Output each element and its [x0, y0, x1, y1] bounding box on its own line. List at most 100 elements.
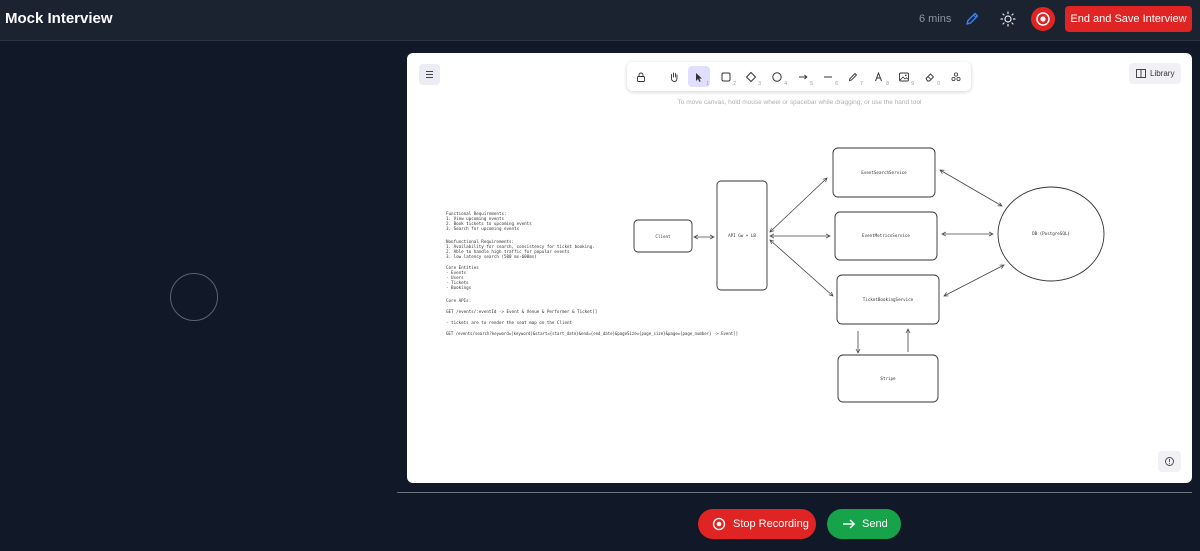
note-line: 3. low latency search (500 ms-600ms)	[446, 254, 537, 259]
note-line: 2. Able to handle high traffic for popul…	[446, 249, 570, 254]
library-button[interactable]: Library	[1129, 63, 1181, 84]
tool-more[interactable]	[945, 66, 967, 87]
tool-draw[interactable]: 7	[842, 66, 864, 87]
ellipse-icon	[772, 72, 782, 82]
tool-ellipse[interactable]: 4	[766, 66, 788, 87]
lock-icon	[637, 72, 645, 82]
main-menu-button[interactable]	[419, 64, 440, 85]
node-ticket-booking-service[interactable]	[836, 274, 940, 325]
node-api-gateway[interactable]	[716, 180, 768, 291]
note-line: - Tickets	[446, 280, 469, 285]
pencil-icon[interactable]	[963, 10, 981, 28]
tool-shortcut-key: 8	[886, 81, 889, 87]
line-icon	[824, 76, 832, 78]
note-line: - Events	[446, 270, 467, 275]
note-line: GET /events/:eventId -> Event & Venue & …	[446, 309, 597, 314]
system-design-diagram[interactable]: Functional Requirements: 1. View upcomin…	[407, 53, 1192, 483]
pencil-icon	[848, 72, 858, 82]
tool-shortcut-key: 0	[937, 81, 940, 87]
node-label-ticket-booking: TicketBookingService	[863, 297, 914, 302]
hand-icon	[670, 72, 678, 82]
note-line: 1. Availability for search, consistency …	[446, 244, 595, 249]
interview-timer: 6 mins	[919, 13, 952, 25]
note-line: GET /events/search?keyword={keyword}&sta…	[446, 331, 738, 336]
help-button[interactable]	[1158, 451, 1181, 472]
drawing-toolbar: 1 2 3 4 5 6 7 8	[627, 62, 971, 91]
connector-gateway-booking[interactable]	[770, 240, 833, 296]
tool-shortcut-key: 2	[733, 81, 736, 87]
node-label-client: Client	[655, 234, 671, 239]
node-event-metrics-service[interactable]	[834, 211, 938, 261]
diamond-icon	[745, 71, 757, 83]
note-line: Core APIs:	[446, 298, 471, 303]
node-label-stripe: Stripe	[880, 376, 896, 381]
tool-shortcut-key: 5	[810, 81, 813, 87]
tool-shortcut-key: 7	[860, 81, 863, 87]
stop-recording-label: Stop Recording	[733, 518, 809, 530]
video-avatar-placeholder	[170, 273, 218, 321]
tool-text[interactable]: 8	[868, 66, 890, 87]
connector-search-db[interactable]	[940, 170, 1002, 206]
tool-shortcut-key: 6	[835, 81, 838, 87]
tool-image[interactable]: 9	[893, 66, 915, 87]
arrow-icon	[799, 74, 808, 80]
help-icon	[1165, 457, 1174, 466]
note-line: Core Entities	[446, 265, 479, 270]
note-line: - tickets are to render the seat map on …	[446, 320, 573, 325]
arrow-right-icon	[843, 519, 856, 529]
tool-shortcut-key: 9	[911, 81, 914, 87]
node-label-gateway: API Gw + LB	[728, 233, 756, 238]
more-tools-icon	[951, 72, 961, 82]
tool-hand[interactable]	[663, 66, 685, 87]
tool-arrow[interactable]: 5	[792, 66, 814, 87]
stop-recording-button[interactable]: Stop Recording	[698, 509, 816, 539]
node-label-event-search: EventSearchService	[861, 170, 907, 175]
node-label-database: DB (PostgreSQL)	[1032, 231, 1070, 236]
end-and-save-button[interactable]: End and Save Interview	[1065, 6, 1192, 32]
connector-gateway-search[interactable]	[770, 178, 827, 232]
note-line: 2. Book tickets to upcoming events	[446, 221, 532, 226]
chat-divider	[397, 492, 1192, 493]
recording-indicator-button[interactable]	[1031, 7, 1055, 31]
tool-eraser[interactable]: 0	[919, 66, 941, 87]
node-database[interactable]	[997, 186, 1105, 282]
canvas-hint: To move canvas, hold mouse wheel or spac…	[677, 99, 922, 106]
connector-booking-db[interactable]	[944, 265, 1004, 296]
top-bar: Mock Interview 6 mins End and Save Inter…	[0, 0, 1200, 41]
node-client[interactable]	[633, 219, 693, 253]
send-label: Send	[862, 518, 888, 530]
note-line: 1. View upcoming events	[446, 216, 504, 221]
text-icon	[875, 71, 882, 82]
tool-diamond[interactable]: 3	[740, 66, 762, 87]
requirements-notes[interactable]: Functional Requirements: 1. View upcomin…	[446, 211, 738, 336]
note-line: - Bookings	[446, 285, 472, 290]
image-icon	[899, 72, 909, 82]
note-line: Functional Requirements:	[446, 211, 507, 216]
library-label: Library	[1150, 69, 1175, 78]
library-icon	[1136, 69, 1146, 78]
record-icon	[712, 517, 726, 531]
pointer-icon	[696, 73, 702, 82]
note-line: 3. Search for upcoming events	[446, 226, 520, 231]
node-label-event-metrics: EventMetricsService	[862, 233, 910, 238]
whiteboard-canvas[interactable]: 1 2 3 4 5 6 7 8	[407, 53, 1192, 483]
node-stripe[interactable]	[837, 354, 939, 403]
tool-selection[interactable]: 1	[688, 66, 710, 87]
eraser-icon	[925, 73, 935, 82]
tool-shortcut-key: 1	[706, 81, 709, 87]
app-title: Mock Interview	[5, 10, 113, 27]
tool-lock[interactable]	[630, 66, 652, 87]
rectangle-icon	[721, 72, 731, 82]
theme-toggle-icon[interactable]	[999, 10, 1017, 28]
record-icon	[1036, 12, 1050, 26]
note-line: Nonfunctional Requirements:	[446, 239, 514, 244]
diagram-connectors[interactable]	[694, 170, 1004, 353]
tool-rectangle[interactable]: 2	[715, 66, 737, 87]
send-button[interactable]: Send	[827, 509, 901, 539]
hamburger-icon	[426, 70, 433, 79]
tool-shortcut-key: 3	[758, 81, 761, 87]
tool-shortcut-key: 4	[784, 81, 787, 87]
note-line: - Users	[446, 275, 464, 280]
tool-line[interactable]: 6	[817, 66, 839, 87]
node-event-search-service[interactable]	[832, 147, 936, 198]
